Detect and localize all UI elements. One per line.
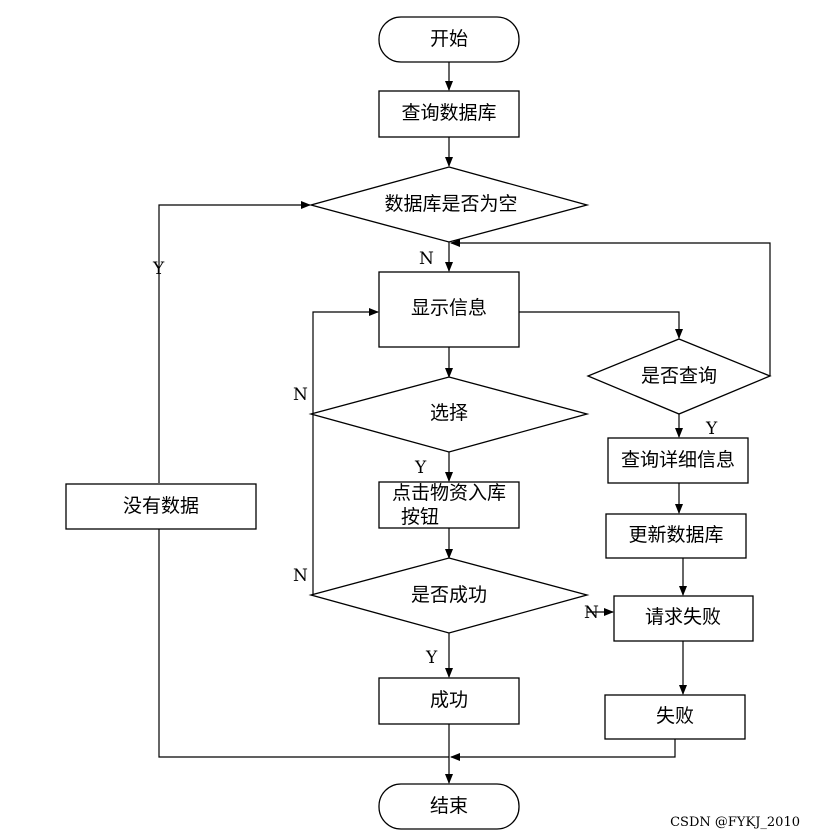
node-update-db: 更新数据库 [605,513,747,559]
label-is-success-no-fail: N [584,603,599,623]
edge-select-no-loop [312,308,379,414]
edges [158,62,771,784]
svg-text:没有数据: 没有数据 [123,495,199,517]
node-is-query-decision: 是否查询 [586,338,772,415]
label-db-empty-yes: Y [152,259,165,279]
label-select-yes: Y [414,458,427,478]
svg-text:是否查询: 是否查询 [641,365,717,387]
node-click-button: 点击物资入库 按钮 [378,481,520,529]
watermark: CSDN @FYKJ_2010 [670,815,800,830]
node-is-success-decision: 是否成功 [308,557,590,634]
node-start: 开始 [378,16,520,63]
svg-text:开始: 开始 [430,28,468,50]
label-select-no: N [293,385,308,405]
edge-fail-to-end [450,739,676,761]
svg-text:按钮: 按钮 [401,506,439,528]
svg-text:选择: 选择 [430,402,468,424]
svg-text:是否成功: 是否成功 [411,584,487,606]
edge-show-to-query-check [519,311,683,339]
label-is-success-yes: Y [425,648,438,668]
edge-no-data-to-end [158,529,449,758]
svg-text:点击物资入库: 点击物资入库 [392,482,506,504]
node-query-db: 查询数据库 [378,90,520,138]
svg-text:查询数据库: 查询数据库 [401,102,496,124]
node-show-info: 显示信息 [378,271,520,348]
edge-query-check-no [450,239,771,376]
svg-text:成功: 成功 [430,689,468,711]
edge-empty-check-yes [158,201,311,483]
label-is-query-yes: Y [705,419,718,439]
label-is-success-no-loop: N [293,566,308,586]
node-end: 结束 [378,783,520,830]
node-query-detail: 查询详细信息 [607,437,749,484]
node-success: 成功 [378,677,520,725]
label-db-empty-no: N [419,249,434,269]
node-db-empty-decision: 数据库是否为空 [308,166,590,243]
svg-text:请求失败: 请求失败 [645,606,721,628]
edge-labels: Y N N Y Y N N Y [152,249,718,668]
node-fail: 失败 [604,694,746,740]
svg-text:更新数据库: 更新数据库 [628,524,723,546]
node-no-data: 没有数据 [65,483,257,530]
svg-text:数据库是否为空: 数据库是否为空 [384,193,517,215]
node-select-decision: 选择 [308,376,590,453]
svg-text:显示信息: 显示信息 [411,297,487,319]
node-request-fail: 请求失败 [613,595,754,642]
svg-text:失败: 失败 [656,705,694,727]
svg-text:结束: 结束 [430,795,468,817]
svg-text:查询详细信息: 查询详细信息 [621,449,735,471]
